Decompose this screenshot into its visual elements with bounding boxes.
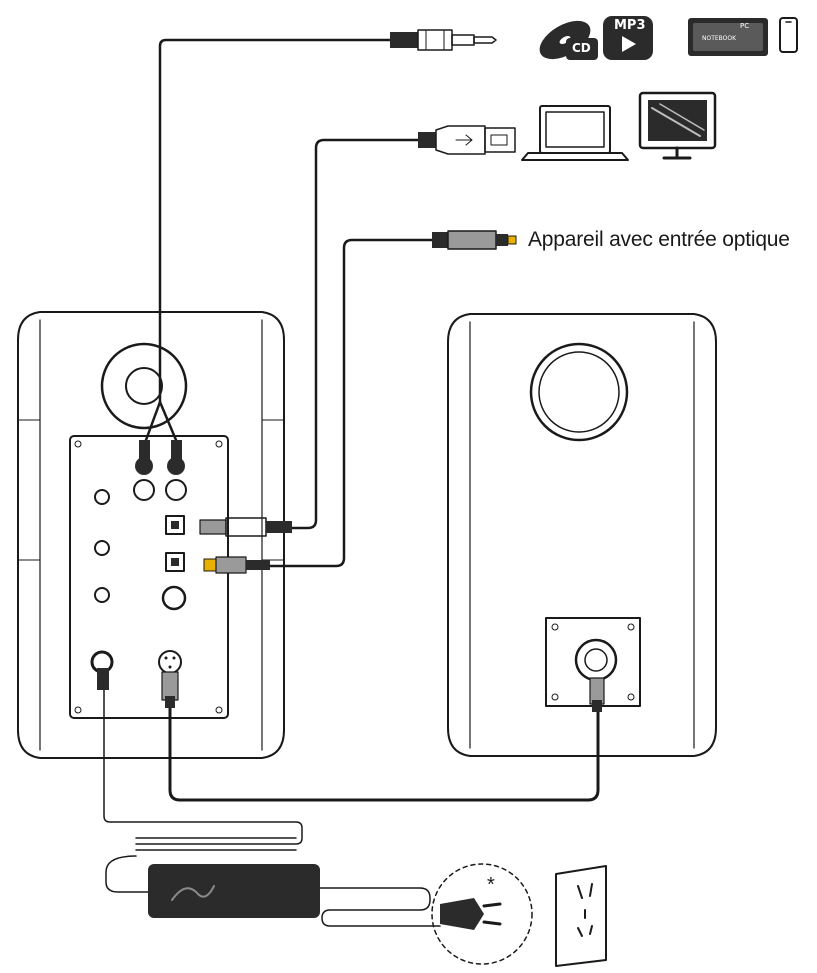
- smartphone-icon: [779, 17, 798, 53]
- power-outlet-icon: [555, 865, 607, 967]
- power-plug-icon: [440, 898, 502, 930]
- speaker-link-cable: [168, 698, 600, 802]
- mp3-player-icon: [603, 16, 653, 60]
- bass-port-passive: [529, 342, 629, 442]
- optical-device-label: Appareil avec entrée optique: [528, 228, 790, 251]
- laptop-icon: [521, 105, 629, 161]
- pc-label: PC: [740, 22, 750, 30]
- power-adapter-icon: [148, 864, 320, 918]
- usb-plug-inserted: [199, 517, 292, 537]
- rca-plugs: [139, 440, 182, 462]
- passive-input-panel: [545, 617, 641, 712]
- asterisk-note: *: [487, 874, 495, 896]
- optical-plug-inserted: [203, 556, 270, 574]
- optical-plug: [432, 230, 517, 250]
- usb-cable: [290, 138, 420, 530]
- bass-port: [100, 342, 188, 430]
- monitor-icon: [638, 91, 717, 160]
- mp3-label: MP3: [614, 18, 646, 33]
- cd-icon: [539, 20, 598, 60]
- passive-speaker-rear: [447, 313, 717, 757]
- active-speaker-rear: [17, 311, 292, 759]
- power-cable: [103, 689, 441, 927]
- usb-plug: [418, 125, 516, 155]
- connector-panel: [69, 435, 229, 719]
- aux-plug: [390, 29, 497, 51]
- cd-label: CD: [572, 41, 591, 55]
- plug-callout: [431, 863, 533, 965]
- dc-plug-inserted: [97, 668, 109, 690]
- optical-cable: [268, 238, 434, 568]
- din-plug-inserted: [161, 671, 179, 708]
- pc-notebook-icon: [688, 18, 768, 56]
- notebook-label: NOTEBOOK: [702, 35, 737, 42]
